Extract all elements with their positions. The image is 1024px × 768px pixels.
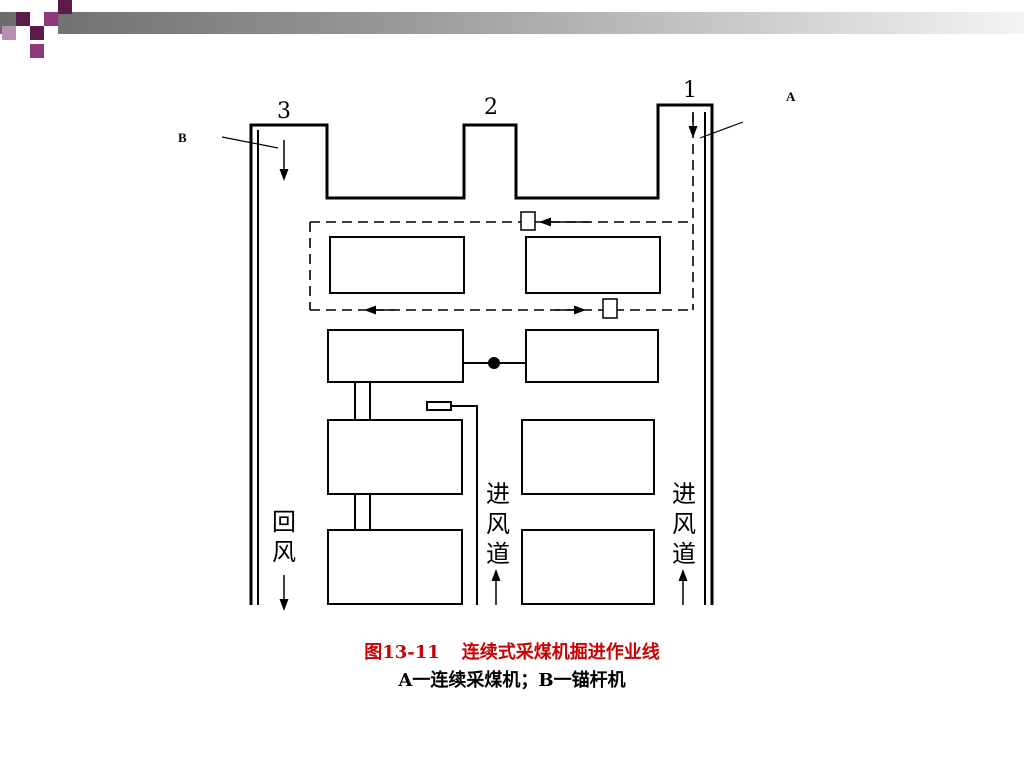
intake-air-char: 风 bbox=[672, 510, 696, 538]
deco-square bbox=[30, 12, 44, 26]
return-air-char: 回 bbox=[272, 508, 296, 536]
figure-title: 连续式采煤机掘进作业线 bbox=[461, 642, 660, 663]
deco-square bbox=[58, 0, 72, 14]
coal-pillars bbox=[327, 236, 661, 605]
entry-number-1: 1 bbox=[683, 78, 697, 103]
deco-square bbox=[2, 26, 16, 40]
return-air-label: 回 风 bbox=[272, 508, 296, 566]
pillar bbox=[521, 419, 655, 495]
entry-number-2: 2 bbox=[484, 95, 498, 120]
entries-outline bbox=[249, 103, 714, 605]
pillar bbox=[329, 236, 465, 294]
deco-square bbox=[30, 26, 44, 40]
miner-cable bbox=[426, 401, 478, 605]
deco-square bbox=[44, 26, 58, 40]
deco-square bbox=[30, 44, 44, 58]
intake-air-char: 道 bbox=[672, 540, 696, 568]
intake-air-char: 道 bbox=[486, 540, 510, 568]
pillar bbox=[521, 529, 655, 605]
ventilation-dashed-path bbox=[309, 112, 694, 311]
inner-walls bbox=[257, 112, 706, 605]
intake-air-right-label: 进 风 道 bbox=[672, 480, 696, 568]
intake-air-char: 进 bbox=[486, 480, 510, 508]
regulator-boxes bbox=[520, 211, 618, 319]
figure-number: 图13-11 bbox=[364, 642, 440, 663]
callout-label-b: B bbox=[178, 130, 187, 145]
figure-caption-title: 图13-11 连续式采煤机掘进作业线 bbox=[0, 638, 1024, 664]
intake-air-char: 进 bbox=[672, 480, 696, 508]
pillar bbox=[327, 419, 463, 495]
callout-leaders bbox=[221, 121, 744, 149]
intake-air-middle-label: 进 风 道 bbox=[486, 480, 510, 568]
ventilation-arrows bbox=[364, 115, 698, 315]
header-gradient-bar bbox=[0, 12, 1024, 34]
deco-square bbox=[16, 12, 30, 26]
intake-air-char: 风 bbox=[486, 510, 510, 538]
callout-label-a: A bbox=[786, 89, 796, 104]
pillar bbox=[525, 329, 659, 383]
deco-square bbox=[44, 12, 58, 26]
pillar bbox=[327, 529, 463, 605]
shuttle-track bbox=[354, 382, 371, 530]
deco-square bbox=[16, 26, 30, 40]
return-air-char: 风 bbox=[272, 538, 296, 566]
figure-legend: A一连续采煤机；B一锚杆机 bbox=[398, 670, 626, 691]
entry-number-3: 3 bbox=[277, 99, 291, 124]
airflow-arrows bbox=[279, 140, 688, 611]
pillar bbox=[327, 329, 464, 383]
pillar bbox=[525, 236, 661, 294]
crosscut-connector bbox=[463, 357, 526, 369]
